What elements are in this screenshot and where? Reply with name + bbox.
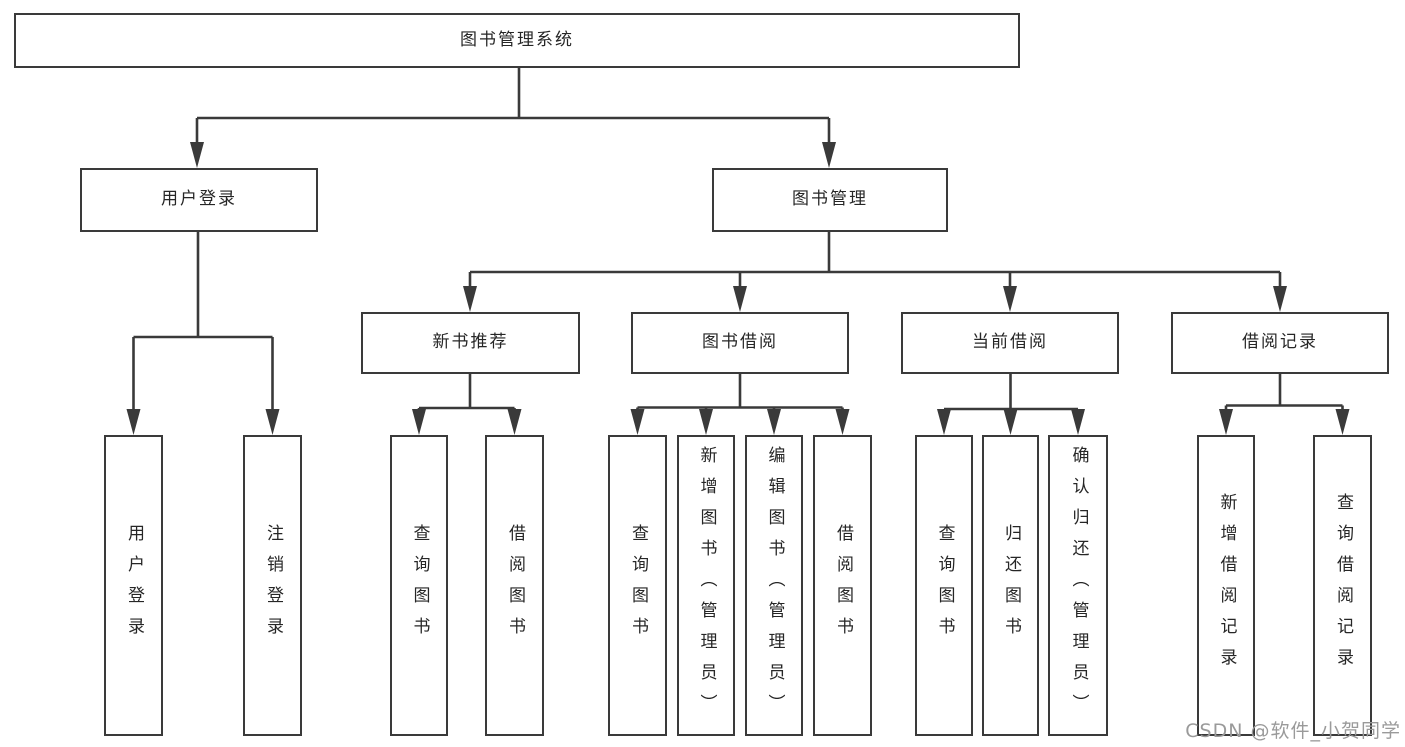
- edge-user-login-to-leaves: [126, 232, 280, 435]
- leaf-borrow-books: 借阅图书: [813, 435, 872, 736]
- arrowhead: [463, 286, 1287, 312]
- edge-book-mgmt-to-level3: [463, 232, 1287, 312]
- edge-book-borrow-to-leaves: [630, 374, 850, 435]
- leaf-logout: 注销登录: [243, 435, 302, 736]
- leaf-current-query-books: 查询图书: [915, 435, 973, 736]
- edge-current-borrow-to-leaves: [937, 374, 1085, 435]
- leaf-user-login: 用户登录: [104, 435, 163, 736]
- edge-new-book-rec-to-leaves: [412, 374, 522, 435]
- leaf-add-books-admin: 新增图书（管理员）: [677, 435, 735, 736]
- arrowhead: [937, 409, 1085, 435]
- edge-root-to-level2: [190, 67, 836, 168]
- arrowhead: [1219, 409, 1350, 435]
- leaf-add-borrow-record: 新增借阅记录: [1197, 435, 1255, 736]
- node-borrow-records: 借阅记录: [1171, 312, 1389, 374]
- leaf-confirm-return-admin: 确认归还（管理员）: [1048, 435, 1108, 736]
- leaf-query-borrow-record: 查询借阅记录: [1313, 435, 1372, 736]
- leaf-edit-books-admin: 编辑图书（管理员）: [745, 435, 803, 736]
- arrowhead: [412, 409, 522, 435]
- node-root-system: 图书管理系统: [14, 13, 1020, 68]
- leaf-recommend-borrow-books: 借阅图书: [485, 435, 544, 736]
- leaf-recommend-query-books: 查询图书: [390, 435, 448, 736]
- edge-borrow-records-to-leaves: [1219, 374, 1350, 435]
- csdn-watermark: CSDN @软件_小贺同学: [1185, 720, 1401, 742]
- arrowhead: [190, 142, 836, 168]
- leaf-return-books: 归还图书: [982, 435, 1039, 736]
- node-current-borrow: 当前借阅: [901, 312, 1119, 374]
- node-book-management: 图书管理: [712, 168, 948, 232]
- leaf-borrow-query-books: 查询图书: [608, 435, 667, 736]
- node-user-login: 用户登录: [80, 168, 318, 232]
- arrowhead: [126, 409, 280, 435]
- node-book-borrow: 图书借阅: [631, 312, 849, 374]
- node-new-book-recommend: 新书推荐: [361, 312, 580, 374]
- arrowhead: [630, 409, 850, 435]
